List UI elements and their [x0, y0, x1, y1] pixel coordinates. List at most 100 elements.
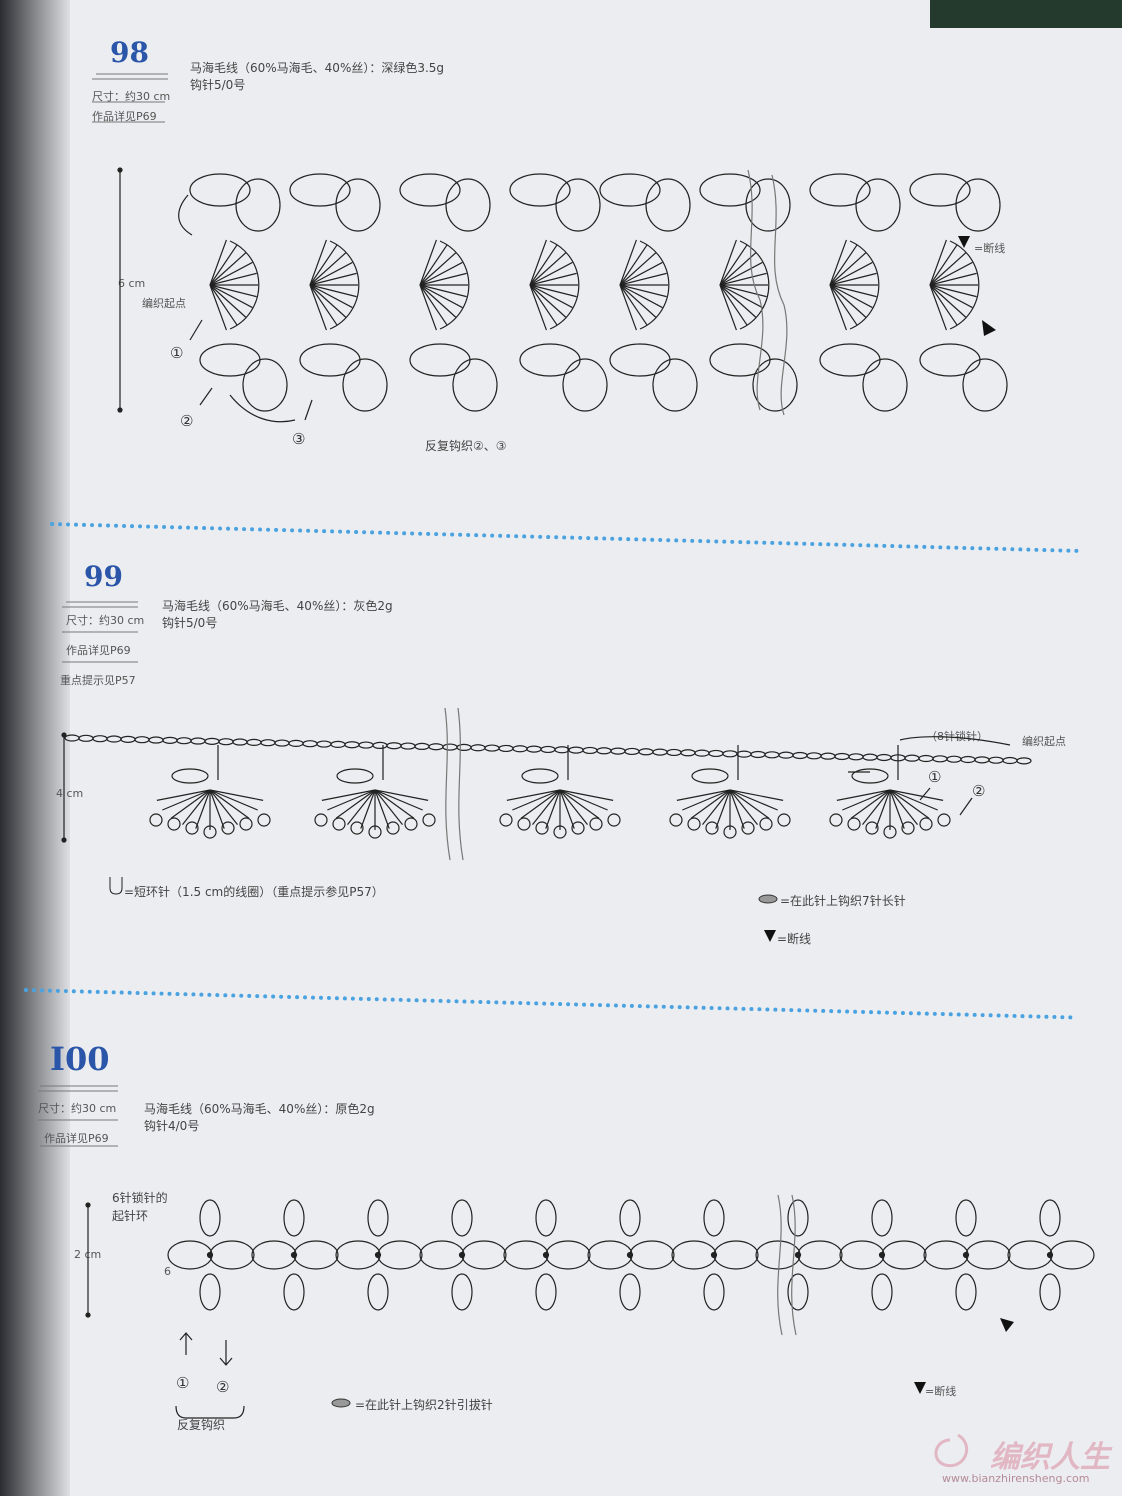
p98-fan-stitch — [419, 272, 467, 286]
p100-petal — [461, 1240, 507, 1270]
p100-top-loop — [367, 1199, 389, 1237]
p99-loop-stitch — [669, 813, 683, 827]
p99-fan-stitch — [374, 789, 429, 801]
p99-fan-stitch — [889, 789, 938, 811]
diagram-100 — [85, 1194, 1095, 1419]
p99-chain-stitch — [1016, 757, 1032, 765]
p99-fan-stitch — [532, 789, 561, 826]
p100-petal — [293, 1240, 339, 1270]
p99-loop-stitch — [314, 813, 328, 827]
pattern-100-cut-legend: =断线 — [925, 1385, 957, 1398]
p100-bottom-loop — [619, 1273, 641, 1311]
p100-center-dot — [878, 1251, 886, 1259]
pattern-98-step2: ② — [180, 412, 194, 430]
p99-loop-stitch — [203, 825, 217, 839]
p98-fan-stitch — [719, 284, 763, 309]
p98-fan-stitch — [529, 284, 567, 318]
p99-chain-stitch — [92, 735, 108, 743]
p98-chain-loop — [409, 343, 471, 377]
p98-fan-stitch — [619, 284, 667, 298]
p98-chain-loop — [745, 178, 791, 232]
p98-fan-edge — [739, 240, 770, 330]
p99-chain-stitch — [918, 754, 934, 763]
pattern-99-step2: ② — [972, 782, 986, 800]
p99-chain-stitch — [302, 740, 318, 748]
p98-chain-loop — [909, 173, 971, 207]
p98-chain-loop — [645, 178, 691, 232]
p99-chain-stitch — [834, 752, 850, 761]
diagram-99 — [61, 707, 1032, 861]
pattern-100-step1: ① — [176, 1374, 190, 1392]
p99-underline — [62, 601, 138, 663]
p98-fan-stitch — [829, 244, 858, 286]
p99-fan-stitch — [374, 789, 423, 811]
p98-chain-loop — [342, 358, 388, 412]
p99-chain-stitch — [288, 739, 304, 747]
p99-chain-stitch — [596, 747, 612, 755]
p98-fan-stitch — [419, 284, 448, 326]
pattern-100-repeat-note: 反复钩织 — [177, 1418, 226, 1432]
p99-fan-stitch — [156, 789, 211, 801]
p99-chain-stitch — [260, 739, 276, 747]
p99-fan-stitch — [162, 789, 211, 811]
p99-fan-stitch — [889, 789, 930, 819]
p99-chain-stitch — [414, 742, 430, 751]
p98-fan-stitch — [419, 284, 463, 309]
p99-loop-stitch — [553, 825, 567, 839]
p99-fan-stitch — [559, 789, 588, 826]
p99-fan-stitch — [729, 789, 778, 811]
p99-chain-stitch — [680, 749, 696, 757]
p98-fan-stitch — [309, 244, 338, 286]
p99-chain-stitch — [904, 754, 920, 762]
p98-fan-stitch — [419, 244, 448, 286]
p98-chain-loop — [962, 358, 1008, 412]
p98-fan-edge — [949, 240, 980, 330]
p99-fan-stitch — [889, 789, 905, 829]
p99-loop-stitch — [368, 825, 382, 839]
p99-oval — [521, 768, 559, 784]
p98-fan-stitch — [529, 239, 547, 286]
p98-fan-stitch — [619, 239, 637, 286]
p99-loop-stitch — [847, 817, 861, 831]
p99-chain-stitch — [778, 751, 794, 759]
p99-chain-stitch — [274, 739, 290, 747]
p99-loop-stitch — [829, 813, 843, 827]
p99-loop-stitch — [221, 821, 235, 835]
p99-loop-stitch — [883, 825, 897, 839]
pattern-100-hook: 钩针4/0号 — [144, 1119, 200, 1133]
p99-fan-stitch — [209, 789, 250, 819]
p100-bottom-loop — [871, 1273, 893, 1311]
pattern-100-ring-note-1: 6针锁针的 — [112, 1191, 168, 1205]
p98-fan-stitch — [719, 261, 763, 286]
p99-chain-stitch — [848, 753, 864, 761]
pattern-98-step3: ③ — [292, 430, 306, 448]
p98-fan-stitch — [419, 284, 457, 318]
p100-center-dot — [290, 1251, 298, 1259]
p100-petal — [965, 1240, 1011, 1270]
watermark-logo — [934, 1433, 969, 1468]
p98-fan-stitch — [829, 272, 877, 286]
p99-chain-stitch — [876, 753, 892, 762]
p98-fan-stitch — [719, 284, 767, 298]
p99-fan-stitch — [682, 789, 731, 811]
p98-fan-stitch — [419, 239, 437, 286]
p99-chain-stitch — [946, 755, 962, 763]
p99-oval — [851, 768, 889, 784]
p100-petal — [629, 1240, 675, 1270]
p99-chain-stitch — [582, 746, 598, 755]
p100-center-dot — [794, 1251, 802, 1259]
p100-petal — [713, 1240, 759, 1270]
p98-fan-stitch — [829, 239, 847, 286]
p99-loop-stitch — [404, 817, 418, 831]
p99-fan-stitch — [209, 789, 225, 829]
p99-loop-stitch — [535, 821, 549, 835]
pattern-100-ring-note-2: 起针环 — [112, 1209, 149, 1223]
p98-fan-edge — [639, 240, 670, 330]
pattern-98-ref: 作品详见P69 — [92, 110, 157, 123]
p98-chain-loop — [562, 358, 608, 412]
p98-fan-edge — [439, 240, 470, 330]
p100-center-dot — [542, 1251, 550, 1259]
p99-chain-stitch — [162, 736, 178, 744]
p99-loop-stitch — [777, 813, 791, 827]
